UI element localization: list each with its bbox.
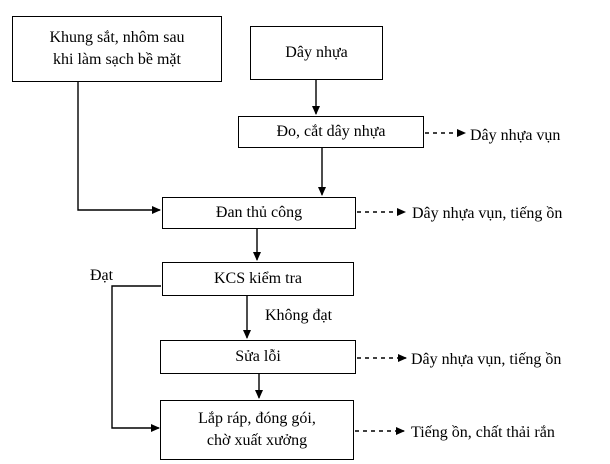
node-khung-line2: khi làm sạch bề mặt xyxy=(53,51,181,68)
node-lap-line2: chờ xuất xưởng xyxy=(206,432,308,449)
node-khung: Khung sắt, nhôm sau khi làm sạch bề mặt xyxy=(12,16,222,82)
node-khung-line1: Khung sắt, nhôm sau xyxy=(49,29,185,47)
node-day-nhua-label: Dây nhựa xyxy=(285,44,348,62)
node-lap-line1: Lắp ráp, đóng gói, xyxy=(198,410,316,428)
node-kcs: KCS kiểm tra xyxy=(162,262,354,296)
edge-label-khong-dat: Không đạt xyxy=(265,307,333,324)
node-dan-label: Đan thủ công xyxy=(215,204,303,222)
node-lap: Lắp ráp, đóng gói, chờ xuất xưởng xyxy=(160,400,354,460)
node-day-nhua: Dây nhựa xyxy=(250,26,383,80)
edge-khung-to-dan xyxy=(77,82,161,214)
node-sua-label: Sửa lỗi xyxy=(235,348,281,366)
node-do-cat: Đo, cắt dây nhựa xyxy=(238,116,424,148)
edge-label-dat: Đạt xyxy=(90,267,114,284)
node-do-cat-label: Đo, cắt dây nhựa xyxy=(276,123,386,141)
node-kcs-label: KCS kiểm tra xyxy=(214,270,302,288)
output-lap: Tiếng ồn, chất thải rắn xyxy=(411,424,555,441)
output-dan: Dây nhựa vụn, tiếng ồn xyxy=(412,205,563,222)
output-sua: Dây nhựa vụn, tiếng ồn xyxy=(411,351,562,368)
node-dan: Đan thủ công xyxy=(162,197,356,229)
output-do-cat: Dây nhựa vụn xyxy=(470,127,561,144)
node-sua: Sửa lỗi xyxy=(160,340,356,374)
edge-kcs-to-lap xyxy=(111,285,161,432)
